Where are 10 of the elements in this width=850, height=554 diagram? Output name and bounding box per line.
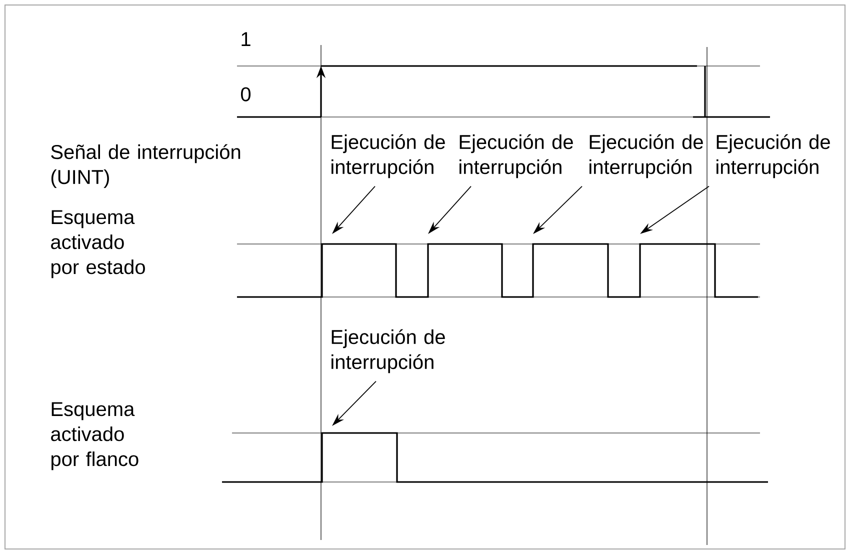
annotation-text: Ejecución de interrupción — [590, 134, 703, 178]
annotation-text: Ejecución de interrupción — [460, 134, 573, 178]
annotation-text: Ejecución de interrupción — [716, 134, 830, 178]
annotation-text: Ejecución de interrupción — [332, 134, 445, 178]
level-label: 0 — [241, 87, 251, 102]
signal-label: Esquema activado por estado — [51, 210, 145, 278]
signal-label: Esquema activado por flanco — [51, 402, 138, 470]
annotation-text: Ejecución de interrupción — [332, 329, 445, 374]
level-label: 1 — [242, 32, 250, 46]
signal-label: Señal de interrupción (UINT) — [51, 144, 240, 188]
